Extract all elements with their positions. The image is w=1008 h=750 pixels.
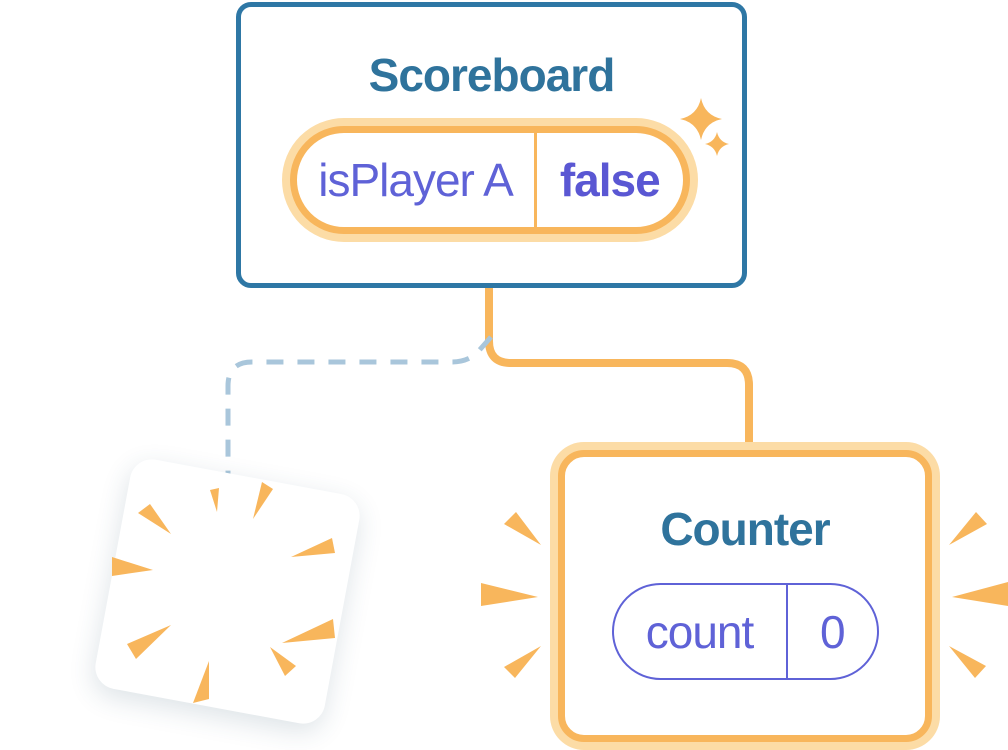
- pill-divider: [534, 133, 537, 227]
- counter-state-pill: count 0: [611, 583, 879, 680]
- counter-card: Counter count 0: [558, 450, 932, 742]
- scoreboard-state-pill: isPlayer A false: [290, 126, 690, 234]
- parent-to-counter-connector-line: [485, 287, 753, 456]
- removed-component-card: [91, 455, 364, 728]
- state-value-label: false: [559, 154, 661, 206]
- scoreboard-card: Scoreboard isPlayer A false: [236, 2, 747, 288]
- count-value-label: 0: [819, 605, 846, 658]
- state-name-label: isPlayer A: [318, 154, 514, 206]
- parent-to-removed-dashed-connector-line: [225, 335, 493, 474]
- scoreboard-title: Scoreboard: [368, 49, 616, 101]
- counter-title: Counter: [660, 503, 830, 555]
- count-name-label: count: [645, 605, 755, 658]
- pill-divider: [785, 585, 788, 678]
